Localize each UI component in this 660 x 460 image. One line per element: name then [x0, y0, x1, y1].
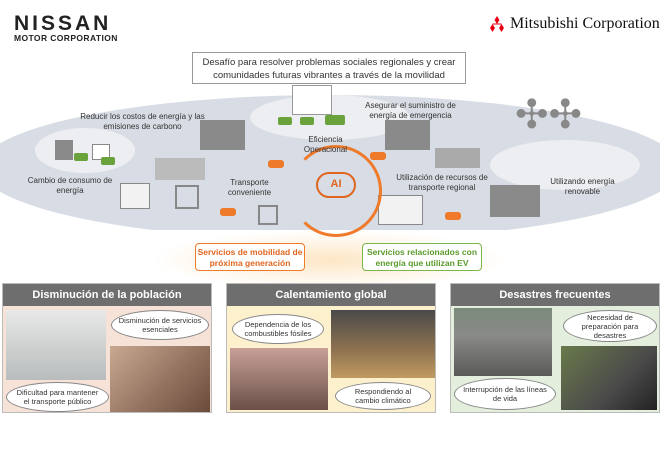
mitsubishi-logo-text: Mitsubishi Corporation [510, 15, 660, 32]
panel-title: Disminución de la población [3, 284, 211, 306]
ev-car-icon [101, 157, 115, 165]
ev-bus-icon [325, 115, 345, 125]
bubble: Interrupción de las líneas de vida [454, 378, 556, 410]
restaurant-icon [155, 158, 205, 180]
van-icon [370, 152, 386, 160]
label-energy-consumption: Cambio de consumo de energía [27, 176, 113, 195]
wheelchair-photo [110, 346, 210, 412]
van-icon [445, 212, 461, 220]
bubble: Disminución de servicios esenciales [111, 310, 209, 340]
fridge-icon [120, 183, 150, 209]
hay-bale-photo [331, 310, 435, 378]
label-regional-transport: Utilización de recursos de transporte re… [396, 173, 488, 192]
oil-rig-photo [230, 348, 328, 410]
cracked-road-photo [561, 346, 657, 410]
ev-car-icon [278, 117, 292, 125]
hospital-icon [292, 85, 332, 115]
label-reduce-costs: Reducir los costos de energía y las emis… [80, 112, 205, 131]
ev-car-icon [74, 153, 88, 161]
label-emergency-energy: Asegurar el suministro de energía de eme… [365, 101, 456, 120]
label-renewable-energy: Utilizando energía renovable [550, 177, 615, 196]
ev-services-box: Servicios relacionados con energía que u… [362, 243, 482, 271]
cycle-arrow [290, 145, 382, 237]
bubble: Dificultad para mantener el transporte p… [6, 382, 109, 412]
three-diamonds-icon [490, 16, 504, 32]
wind-turbine-icon: ✣✣ [515, 93, 583, 137]
office-icon [385, 120, 430, 150]
panel-global-warming: Calentamiento global Dependencia de los … [226, 283, 436, 413]
label-convenient-transport: Transporte conveniente [227, 178, 272, 197]
family-home-icon [175, 185, 199, 209]
mall-icon [200, 120, 245, 150]
ev-car-icon [300, 117, 314, 125]
nissan-logo-subtitle: MOTOR CORPORATION [14, 33, 118, 43]
factory-icon [55, 140, 73, 160]
bubble: Dependencia de los combustibles fósiles [232, 314, 324, 344]
bubble: Necesidad de preparación para desastres [563, 310, 657, 342]
panel-title: Calentamiento global [227, 284, 435, 306]
van-icon [220, 208, 236, 216]
panel-title: Desastres frecuentes [451, 284, 659, 306]
home-area [35, 128, 135, 173]
label-operational-efficiency: Eficiencia Operacional [303, 135, 348, 154]
bubble: Respondiendo al cambio climático [335, 382, 431, 410]
foggy-bus-stop-photo [6, 310, 106, 380]
hotel-icon [490, 185, 540, 217]
mitsubishi-logo: Mitsubishi Corporation [488, 15, 660, 33]
van-icon [268, 160, 284, 168]
landslide-photo [454, 308, 552, 376]
panel-disasters: Desastres frecuentes Necesidad de prepar… [450, 283, 660, 413]
shop-icon [258, 205, 278, 225]
mobility-services-box: Servicios de mobilidad de próxima genera… [195, 243, 305, 271]
headline-box: Desafío para resolver problemas sociales… [192, 52, 466, 84]
supermarket-icon [435, 148, 480, 168]
apartment-icon [378, 195, 423, 225]
ai-cloud-icon: AI [316, 172, 356, 198]
panel-population: Disminución de la población Disminución … [2, 283, 212, 413]
renewable-area [490, 140, 640, 190]
nissan-logo: NISSAN [14, 12, 112, 35]
